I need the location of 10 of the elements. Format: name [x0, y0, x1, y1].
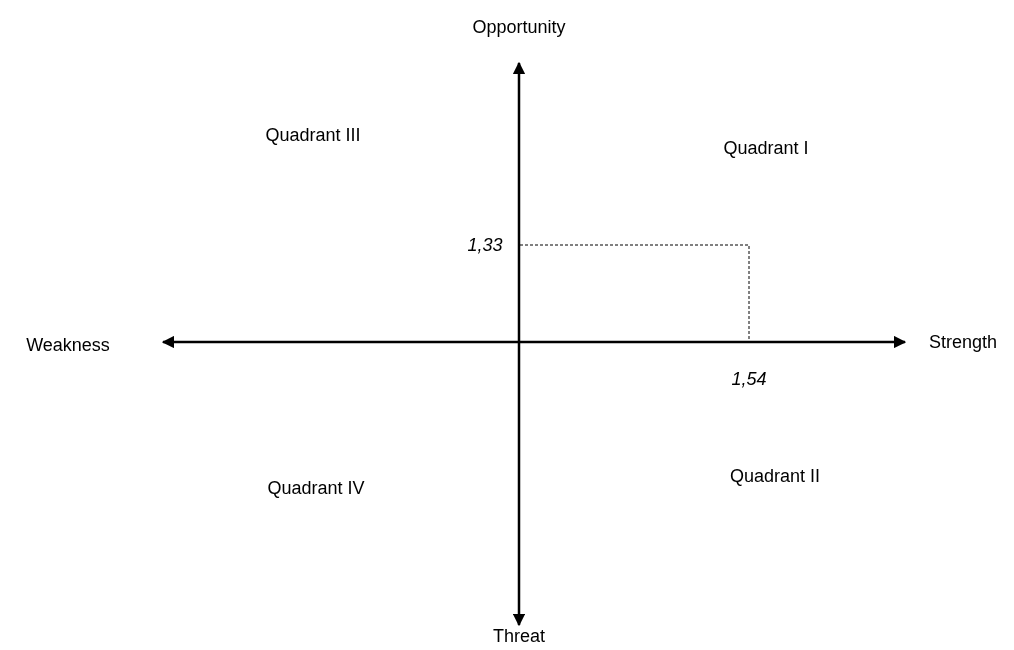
quadrant-label: Quadrant III [265, 124, 361, 146]
value-label: 1,33 [467, 234, 503, 256]
axis-label: Threat [493, 625, 545, 647]
axis-label: Opportunity [472, 16, 566, 38]
quadrant-label: Quadrant IV [267, 477, 365, 499]
axis-label: Weakness [26, 334, 110, 356]
value-label: 1,54 [731, 368, 767, 390]
quadrant-label: Quadrant II [729, 465, 821, 487]
axis-label: Strength [929, 331, 997, 353]
quadrant-label: Quadrant I [723, 137, 809, 159]
